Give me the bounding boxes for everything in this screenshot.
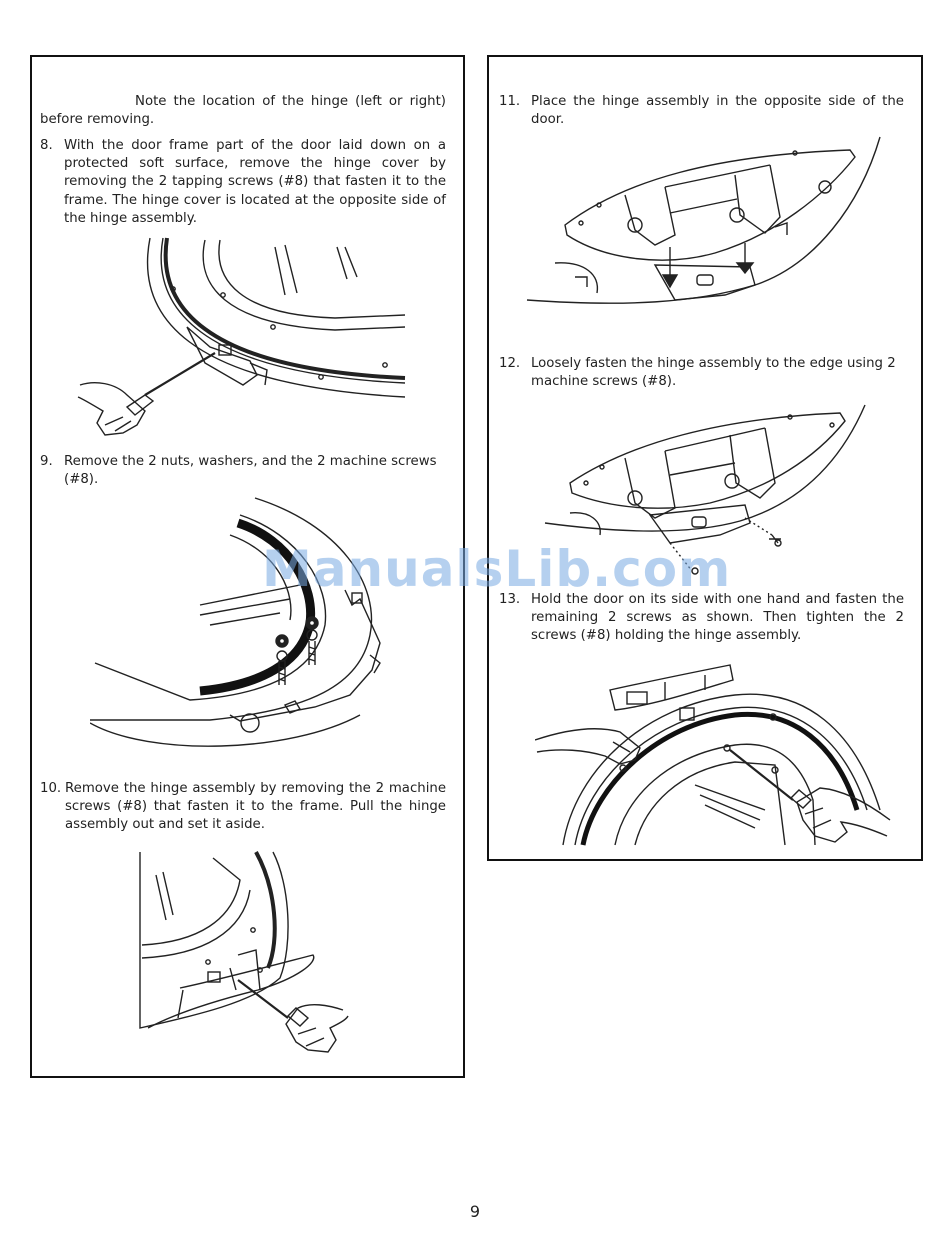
step-9-number: 9. bbox=[40, 454, 53, 469]
step-12-illustration bbox=[540, 403, 870, 578]
step-13-number: 13. bbox=[499, 592, 521, 607]
hinge-location-note: Note the location of the hinge (left or … bbox=[40, 94, 446, 128]
page-number: 9 bbox=[469, 1202, 481, 1221]
step-8-number: 8. bbox=[40, 138, 53, 153]
watermark: ManualsLib.com bbox=[262, 540, 732, 598]
step-11-number: 11. bbox=[499, 94, 521, 109]
step-12-text: Loosely fasten the hinge assembly to the… bbox=[531, 356, 896, 390]
step-8-text: With the door frame part of the door lai… bbox=[64, 138, 446, 226]
step-11-text: Place the hinge assembly in the opposite… bbox=[531, 94, 904, 128]
step-8-illustration bbox=[75, 235, 410, 445]
step-10-text: Remove the hinge assembly by removing th… bbox=[65, 781, 446, 833]
step-8: 8. With the door frame part of the door … bbox=[40, 137, 446, 228]
step-13-text: Hold the door on its side with one hand … bbox=[531, 592, 904, 644]
left-instruction-panel bbox=[30, 55, 465, 1078]
step-12-number: 12. bbox=[499, 356, 521, 371]
step-13: 13. Hold the door on its side with one h… bbox=[499, 591, 904, 646]
step-10: 10. Remove the hinge assembly by removin… bbox=[40, 780, 446, 835]
step-10-illustration bbox=[138, 850, 353, 1065]
step-9-illustration bbox=[90, 495, 390, 765]
step-13-illustration bbox=[535, 660, 895, 852]
step-10-number: 10. bbox=[40, 781, 62, 796]
step-9-text: Remove the 2 nuts, washers, and the 2 ma… bbox=[64, 454, 437, 488]
step-11: 11. Place the hinge assembly in the oppo… bbox=[499, 93, 904, 129]
step-11-illustration bbox=[525, 135, 885, 320]
step-12: 12. Loosely fasten the hinge assembly to… bbox=[499, 355, 904, 391]
right-instruction-panel bbox=[487, 55, 923, 861]
step-9: 9. Remove the 2 nuts, washers, and the 2… bbox=[40, 453, 446, 489]
